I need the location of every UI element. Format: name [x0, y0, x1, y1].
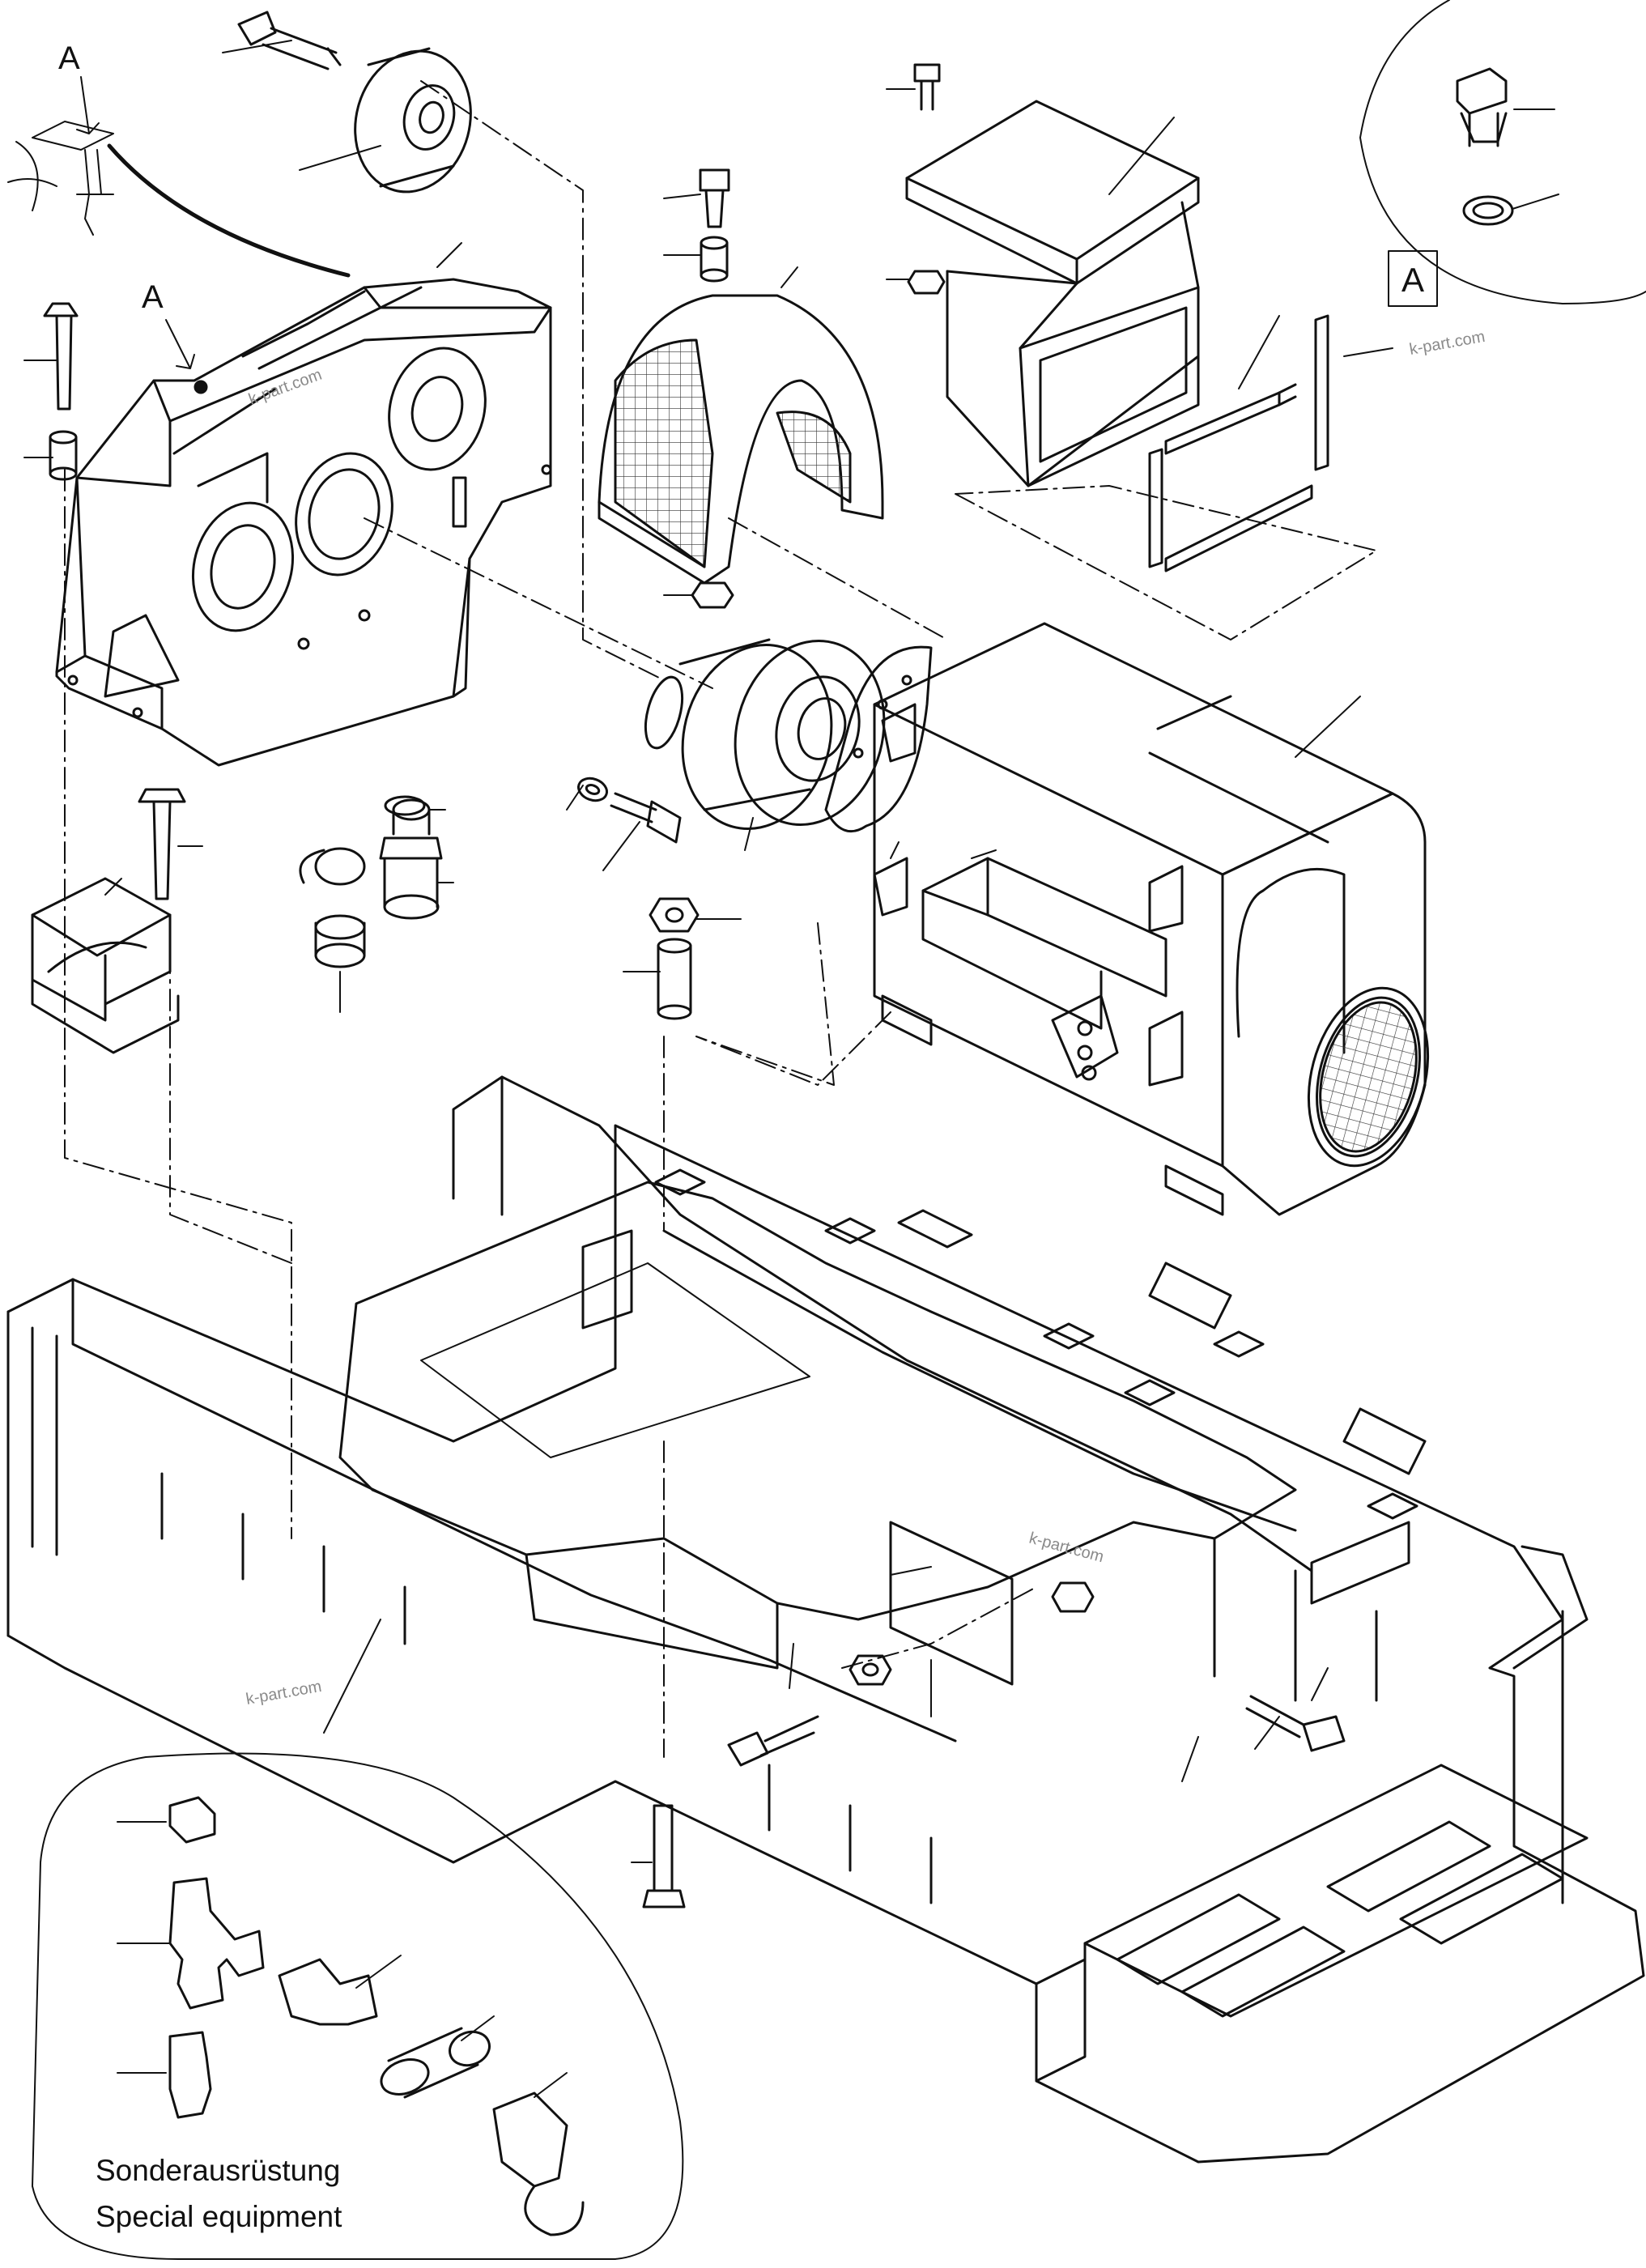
air-intake-hood — [905, 100, 1200, 487]
coupling-flange — [824, 645, 933, 833]
pulley-bolt — [237, 11, 342, 70]
stud-bolt-left — [43, 302, 79, 411]
se-adapter — [168, 2031, 212, 2119]
callout-letter-a-2: A — [142, 279, 164, 315]
callout-letter-a-1: A — [58, 40, 80, 76]
se-nut — [168, 1796, 216, 1844]
special-equipment-label-de: Sonderausrüstung — [96, 2154, 340, 2187]
frame-stud-bottom — [642, 1804, 686, 1908]
se-hose-sleeve — [380, 2027, 491, 2099]
frame-mount-pads — [654, 1168, 1418, 1520]
pulley-wheel — [354, 47, 472, 194]
gearbox-housing — [55, 278, 552, 767]
guard-bolt — [699, 168, 730, 228]
special-equipment-outline — [32, 1752, 684, 2260]
hydraulic-cap — [299, 847, 366, 968]
base-frame — [6, 1075, 1645, 2164]
coupling-washer — [577, 777, 608, 802]
pillow-block — [31, 877, 180, 1054]
coupling-hub — [644, 638, 886, 830]
hood-nut — [907, 270, 946, 295]
frame-bolt-center — [727, 1715, 819, 1767]
watermark-3: k-part.com — [245, 1678, 323, 1708]
leader-lines — [23, 40, 1559, 1863]
o-ring — [384, 795, 426, 816]
frame-bolt-right — [1245, 1695, 1346, 1752]
se-straight-fitting — [278, 1958, 378, 2026]
watermark-2: k-part.com — [1027, 1530, 1106, 1567]
se-leader-lines — [117, 1821, 568, 2098]
electric-motor — [873, 622, 1430, 1216]
watermark-1: k-part.com — [1408, 328, 1487, 359]
se-tee-fitting — [168, 1877, 265, 2010]
guard-nut — [691, 581, 734, 609]
lubrication-point — [194, 380, 208, 394]
belt-guard — [598, 294, 884, 585]
mount-nut — [649, 897, 700, 933]
guard-spacer — [700, 236, 729, 283]
mount-sleeve — [657, 938, 692, 1020]
se-quick-coupling — [492, 2091, 585, 2236]
long-bolt — [138, 788, 186, 900]
filter-frame — [1148, 314, 1329, 572]
hood-bolt — [913, 63, 941, 111]
lubrication-fitting-detail — [7, 121, 351, 278]
detail-a-circle — [1359, 0, 1646, 307]
hydraulic-coupling — [379, 798, 443, 920]
callout-arrows — [76, 76, 195, 369]
spacer-sleeve-left — [49, 430, 78, 481]
frame-nut-right — [1051, 1581, 1095, 1613]
detail-box-letter: A — [1401, 261, 1424, 299]
frame-nut — [849, 1654, 892, 1686]
coupling-bolt — [610, 792, 682, 844]
special-equipment-label-en: Special equipment — [96, 2200, 342, 2233]
